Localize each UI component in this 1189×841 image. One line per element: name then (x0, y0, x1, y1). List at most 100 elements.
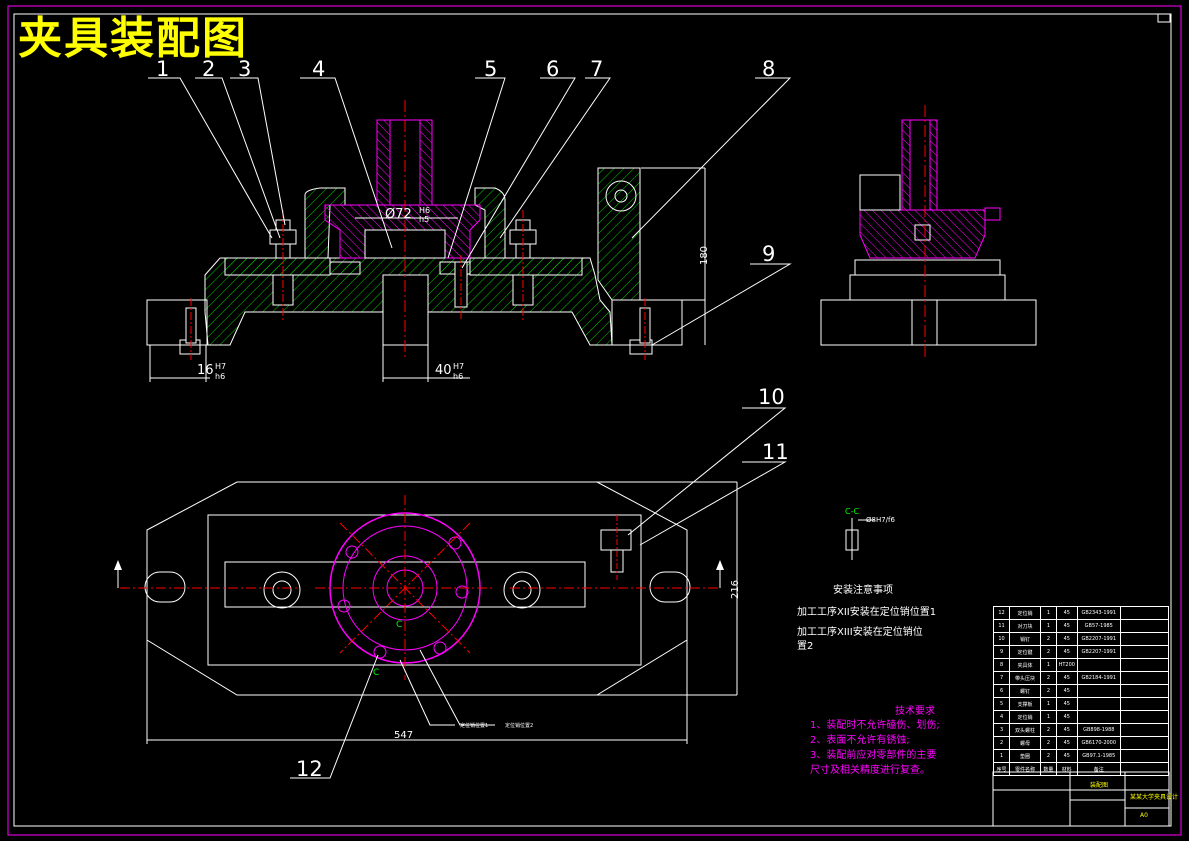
bom-cell: 螺母 (1009, 736, 1041, 750)
bom-cell (1076, 710, 1121, 724)
bom-cell: 材料 (1055, 762, 1078, 776)
bom-cell: 1 (1039, 658, 1057, 672)
stud-left (269, 210, 297, 320)
dim-key2-fit-top: H7 (453, 362, 465, 371)
section-label: C-C (845, 507, 860, 516)
bom-cell: 7 (992, 671, 1011, 685)
tech-item-4: 尺寸及相关精度进行复查。 (810, 765, 930, 776)
dim-length: 547 (394, 730, 414, 741)
bom-cell: 12 (992, 606, 1011, 620)
bom-cell (1119, 645, 1170, 659)
left-foot (146, 299, 208, 346)
callout-8: 8 (762, 57, 776, 81)
callout-9: 9 (762, 242, 776, 266)
bom-cell: 45 (1055, 671, 1078, 685)
install-note-1: 加工工序XII安装在定位销位置1 (797, 607, 937, 618)
bom-cell: 定位销 (1009, 710, 1041, 724)
leader-note-b: 定位销位置2 (505, 723, 534, 729)
bom-cell: 序号 (992, 762, 1011, 776)
front-view (146, 77, 792, 382)
bom-cell: 夹具体 (1009, 658, 1041, 672)
bom-cell: 45 (1055, 619, 1078, 633)
dim-bore: Ø72 (385, 207, 412, 222)
dim-key1: 16 (197, 363, 214, 378)
bom-cell: 带头压块 (1009, 671, 1041, 685)
dim-key2-fit-bottom: h6 (453, 372, 464, 381)
bom-cell: 定位销 (1009, 606, 1041, 620)
bom-cell: 6 (992, 684, 1011, 698)
callout-10: 10 (758, 385, 785, 409)
bom-cell (1076, 684, 1121, 698)
install-note-2b: 置2 (797, 641, 814, 652)
bom-cell: 1 (992, 749, 1011, 763)
install-heading: 安装注意事项 (833, 585, 893, 596)
dim-bore-fit-top: H6 (419, 206, 431, 215)
bom-cell: 45 (1055, 736, 1078, 750)
bom-cell (1119, 749, 1170, 763)
right-foot (611, 299, 683, 346)
tech-heading: 技术要求 (895, 706, 935, 717)
bom-cell: 9 (992, 645, 1011, 659)
bom-cell: 2 (1039, 749, 1057, 763)
bom-cell: 8 (992, 658, 1011, 672)
bom-cell (1119, 723, 1170, 737)
side-view (820, 105, 1037, 360)
bom-cell: 2 (1039, 645, 1057, 659)
bom-cell: GB2207-1991 (1076, 645, 1121, 659)
corner-box (1157, 13, 1171, 23)
bom-cell (1119, 697, 1170, 711)
bom-cell: 2 (1039, 736, 1057, 750)
bom-cell: 定位键 (1009, 645, 1041, 659)
section-fit: Ø8H7/f6 (866, 516, 895, 524)
bom-cell: 1 (1039, 710, 1057, 724)
dim-height: 180 (699, 245, 711, 266)
bom-cell: 1 (1039, 697, 1057, 711)
bom-cell: GB2207-1991 (1076, 632, 1121, 646)
leader-note-a: 定位销位置1 (460, 723, 489, 729)
stud-right (509, 210, 537, 320)
bracket-right (474, 187, 506, 259)
bom-cell: GB57-1985 (1076, 619, 1121, 633)
bom-cell (1119, 684, 1170, 698)
bom-cell: 零件名称 (1009, 762, 1041, 776)
bom-cell: 2 (1039, 632, 1057, 646)
pressure-plate-right (469, 257, 583, 276)
bom-cell (1119, 606, 1170, 620)
bom-cell: 1 (1039, 606, 1057, 620)
callout-6: 6 (546, 57, 560, 81)
bom-cell: 45 (1055, 749, 1078, 763)
bom-cell (1119, 619, 1170, 633)
bom-cell: 垫圈 (1009, 749, 1041, 763)
bom-cell (1119, 671, 1170, 685)
callout-12: 12 (296, 757, 323, 781)
bom-cell: 10 (992, 632, 1011, 646)
bom-cell: 2 (1039, 684, 1057, 698)
bom-cell: GB6170-2000 (1076, 736, 1121, 750)
bom-cell: 对刀块 (1009, 619, 1041, 633)
callout-4: 4 (312, 57, 326, 81)
outer-border (7, 5, 1182, 836)
dim-key1-fit-top: H7 (215, 362, 227, 371)
callout-3: 3 (238, 57, 252, 81)
inner-border (13, 13, 1172, 827)
bom-cell: 数量 (1039, 762, 1057, 776)
bom-row: 序号零件名称数量材料备注 (992, 762, 1170, 776)
tech-item-3: 3、装配前应对零部件的主要 (810, 750, 937, 761)
callout-7: 7 (590, 57, 604, 81)
bom-cell: GB2343-1991 (1076, 606, 1121, 620)
bom-cell (1076, 697, 1121, 711)
bom-cell: HT200 (1055, 658, 1078, 672)
tech-item-1: 1、装配时不允许磕伤、划伤; (810, 720, 940, 731)
bom-cell: 2 (1039, 723, 1057, 737)
bom-cell: GB898-1988 (1076, 723, 1121, 737)
